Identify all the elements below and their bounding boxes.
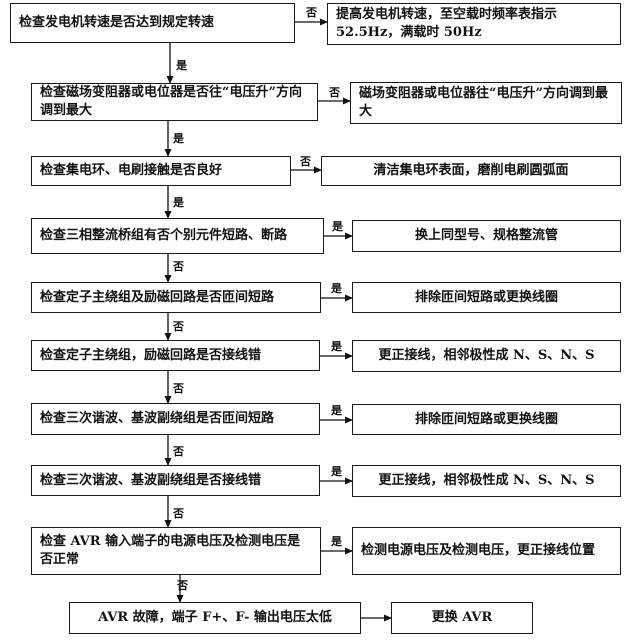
branch-label-8: 是	[331, 465, 342, 478]
next-label-2: 是	[173, 132, 184, 145]
action-box-6: 更正接线，相邻极性成 N、S、N、S	[352, 340, 621, 372]
next-label-1: 是	[176, 59, 187, 72]
next-label-8: 否	[173, 507, 184, 520]
branch-label-7: 是	[331, 404, 342, 417]
action-box-7: 排除匝间短路或更换线圈	[352, 404, 621, 435]
branch-label-2: 否	[329, 86, 340, 99]
next-label-6: 否	[173, 382, 184, 395]
check-box-3: 检查集电环、电刷接触是否良好	[31, 156, 291, 186]
check-box-8: 检查三次谐波、基波副绕组是否接线错	[31, 465, 320, 496]
branch-label-9: 是	[331, 535, 342, 548]
check-box-6: 检查定子主绕组，励磁回路是否接线错	[31, 340, 320, 371]
check-box-4: 检查三相整流桥组有否个别元件短路、断路	[31, 218, 324, 254]
next-label-7: 否	[173, 445, 184, 458]
branch-label-4: 是	[332, 220, 343, 233]
action-box-5: 排除匝间短路或更换线圈	[352, 282, 621, 313]
next-label-9: 否	[177, 579, 188, 592]
action-box-3: 清洁集电环表面，磨削电刷圆弧面	[321, 156, 621, 186]
next-label-5: 否	[173, 320, 184, 333]
action-box-1: 提高发电机转速，至空载时频率表指示 52.5Hz，满载时 50Hz	[327, 3, 621, 45]
next-label-4: 否	[173, 260, 184, 273]
check-box-7: 检查三次谐波、基波副绕组是否匝间短路	[31, 403, 320, 435]
action-box-4: 换上同型号、规格整流管	[352, 220, 621, 252]
next-label-3: 是	[173, 196, 184, 209]
check-box-2: 检查磁场变阻器或电位器是否往“电压升”方向调到最大	[31, 83, 318, 121]
action-box-10: 更换 AVR	[391, 602, 533, 634]
check-box-5: 检查定子主绕组及励磁回路是否匝间短路	[31, 282, 321, 313]
check-box-10: AVR 故障，端子 F+、F- 输出电压太低	[69, 602, 361, 634]
action-box-9: 检测电源电压及检测电压，更正接线位置	[352, 527, 621, 575]
action-box-8: 更正接线，相邻极性成 N、S、N、S	[352, 465, 621, 497]
action-box-2: 磁场变阻器或电位器往“电压升”方向调到最大	[350, 82, 622, 124]
branch-label-6: 是	[331, 340, 342, 353]
check-box-1: 检查发电机转速是否达到规定转速	[10, 3, 295, 43]
branch-label-1: 否	[306, 6, 317, 19]
branch-label-5: 是	[331, 282, 342, 295]
branch-label-3: 否	[300, 155, 311, 168]
check-box-9: 检查 AVR 输入端子的电源电压及检测电压是否正常	[31, 527, 321, 575]
